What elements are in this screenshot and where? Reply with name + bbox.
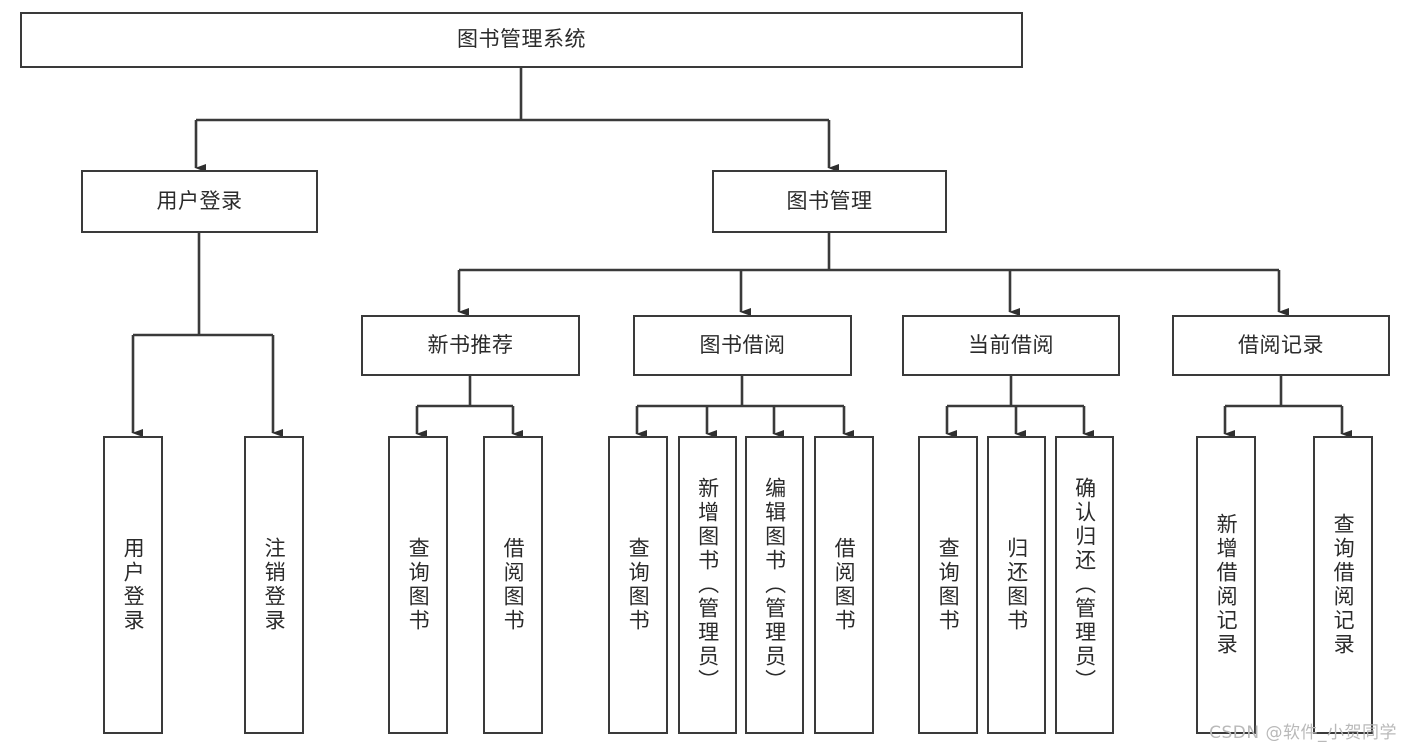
node-label: 图书管理	[786, 188, 873, 213]
node-label: 借阅图书	[832, 537, 857, 633]
node-leaf-brw-edit[interactable]: 编辑图书（管理员）	[745, 436, 804, 734]
node-book-manage[interactable]: 图书管理	[712, 170, 947, 233]
node-current-borrow[interactable]: 当前借阅	[902, 315, 1120, 376]
node-leaf-rec-query2[interactable]: 查询借阅记录	[1313, 436, 1373, 734]
node-new-book-rec[interactable]: 新书推荐	[361, 315, 580, 376]
watermark-label: CSDN @软件_小贺同学	[1209, 723, 1397, 743]
node-label: 编辑图书（管理员）	[762, 477, 787, 693]
node-label: 查询图书	[936, 537, 961, 633]
node-leaf-cur-confirm[interactable]: 确认归还（管理员）	[1055, 436, 1114, 734]
node-leaf-brw-borrow[interactable]: 借阅图书	[814, 436, 874, 734]
node-label: 查询借阅记录	[1331, 513, 1356, 657]
node-label: 借阅记录	[1238, 332, 1324, 357]
node-leaf-user-login[interactable]: 用户登录	[103, 436, 163, 734]
node-leaf-cur-return[interactable]: 归还图书	[987, 436, 1046, 734]
node-label: 用户登录	[156, 188, 243, 213]
node-label: 新书推荐	[427, 332, 514, 357]
node-label: 查询图书	[406, 537, 431, 633]
node-leaf-cur-query[interactable]: 查询图书	[918, 436, 978, 734]
node-label: 新增借阅记录	[1214, 513, 1239, 657]
node-book-borrow[interactable]: 图书借阅	[633, 315, 852, 376]
node-borrow-record[interactable]: 借阅记录	[1172, 315, 1390, 376]
node-root[interactable]: 图书管理系统	[20, 12, 1023, 68]
node-label: 当前借阅	[968, 332, 1054, 357]
node-label: 借阅图书	[501, 537, 526, 633]
node-leaf-rec-query[interactable]: 查询图书	[388, 436, 448, 734]
node-label: 确认归还（管理员）	[1072, 477, 1097, 693]
node-leaf-user-logout[interactable]: 注销登录	[244, 436, 304, 734]
node-label: 图书借阅	[699, 332, 786, 357]
node-leaf-brw-add[interactable]: 新增图书（管理员）	[678, 436, 737, 734]
node-label: 查询图书	[626, 537, 651, 633]
node-leaf-rec-borrow[interactable]: 借阅图书	[483, 436, 543, 734]
node-label: 图书管理系统	[457, 27, 586, 52]
node-leaf-rec-add[interactable]: 新增借阅记录	[1196, 436, 1256, 734]
node-label: 注销登录	[262, 537, 287, 633]
node-label: 用户登录	[121, 537, 146, 633]
node-label: 新增图书（管理员）	[695, 477, 720, 693]
node-label: 归还图书	[1004, 537, 1029, 633]
connector-lines	[131, 68, 1352, 438]
node-leaf-brw-query[interactable]: 查询图书	[608, 436, 668, 734]
node-user-login[interactable]: 用户登录	[81, 170, 318, 233]
